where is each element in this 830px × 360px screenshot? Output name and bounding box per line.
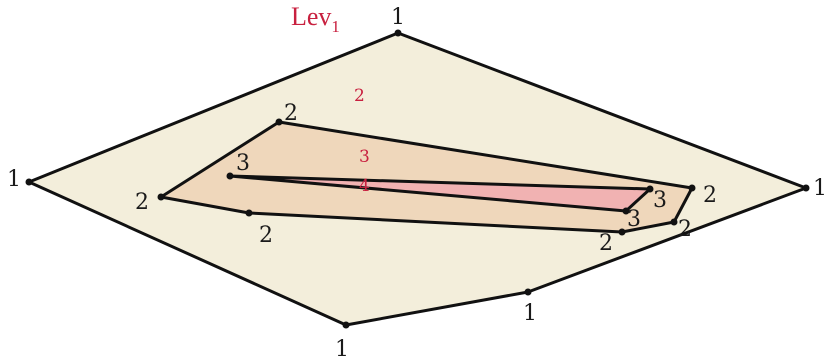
title-subscript: 1	[331, 17, 340, 36]
vertex-label-l2-top: 2	[284, 101, 298, 126]
vertex-label-l3-right-bottom: 3	[627, 207, 641, 232]
vertex-dot	[622, 207, 630, 215]
vertex-label-l1-left: 1	[7, 167, 21, 192]
vertex-label-l2-right: 2	[703, 183, 717, 208]
vertex-label-l2-bottom-left: 2	[259, 223, 273, 248]
vertex-dot	[157, 193, 165, 201]
region-label-level-2: 3	[359, 147, 370, 167]
vertex-dot	[646, 185, 654, 193]
vertex-label-l1-bottom-right: 1	[523, 301, 537, 326]
vertex-dot	[342, 321, 350, 329]
vertex-label-l2-left: 2	[135, 190, 149, 215]
vertex-label-l1-right: 1	[813, 176, 827, 201]
vertex-dot	[245, 209, 253, 217]
vertex-dot	[226, 172, 234, 180]
vertex-dot	[670, 218, 678, 226]
diagram-title: Lev1	[291, 2, 340, 36]
vertex-label-l3-left: 3	[236, 151, 250, 176]
vertex-dots	[25, 29, 810, 329]
level-3-polygon	[228, 174, 652, 213]
vertex-label-l3-right-top: 3	[653, 188, 667, 213]
vertex-dot	[688, 184, 696, 192]
vertex-dot	[618, 228, 626, 236]
vertex-dot	[802, 184, 810, 192]
title-main: Lev	[291, 2, 331, 31]
vertex-dot	[394, 29, 402, 37]
vertex-label-l1-bottom: 1	[335, 337, 349, 360]
vertex-dot	[275, 118, 283, 126]
vertex-dot	[25, 178, 33, 186]
vertex-label-l2-bottom-right-b: 2	[599, 231, 613, 256]
vertex-label-l1-top: 1	[391, 5, 405, 30]
vertex-dot	[524, 288, 532, 296]
region-label-level-3: 4	[359, 176, 370, 196]
vertex-label-l2-bottom-right-a: 2	[678, 217, 692, 242]
region-label-level-1: 2	[354, 86, 365, 106]
